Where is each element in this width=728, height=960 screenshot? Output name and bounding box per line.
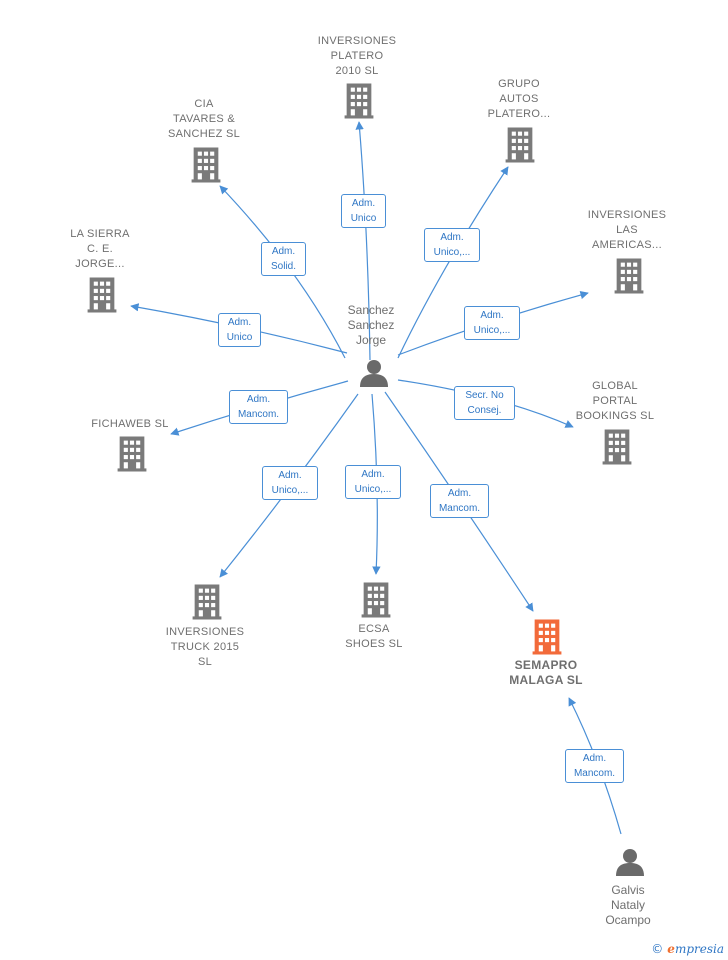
empresia-brand[interactable]: ©empresia [651,942,724,956]
building-icon[interactable] [87,277,117,313]
building-icon[interactable] [505,127,535,163]
relation-label[interactable]: Adm. Mancom. [229,390,288,424]
building-icon[interactable] [614,258,644,294]
building-icon[interactable] [344,83,374,119]
relation-label[interactable]: Secr. No Consej. [454,386,515,420]
building-icon[interactable] [192,584,222,620]
company-label-cia[interactable]: CIA TAVARES & SANCHEZ SL [167,97,241,140]
company-label-semapro[interactable]: SEMAPRO MALAGA SL [509,658,583,687]
building-icon[interactable] [532,619,562,655]
person-icon[interactable] [360,360,388,387]
company-label-truck[interactable]: INVERSIONES TRUCK 2015 SL [165,625,245,668]
company-label-fichaweb[interactable]: FICHAWEB SL [91,417,169,430]
relation-label[interactable]: Adm. Unico,... [424,228,480,262]
company-label-global[interactable]: GLOBAL PORTAL BOOKINGS SL [575,379,655,422]
relation-edge [355,121,371,361]
building-icon[interactable] [602,429,632,465]
relation-label[interactable]: Adm. Solid. [261,242,306,276]
relation-label[interactable]: Adm. Unico,... [464,306,520,340]
relation-label[interactable]: Adm. Unico [341,194,386,228]
building-icon[interactable] [361,582,391,618]
person-label-center[interactable]: Sanchez Sanchez Jorge [347,303,395,347]
relation-label[interactable]: Adm. Unico [218,313,261,347]
person-icon[interactable] [616,849,644,876]
company-label-sierra[interactable]: LA SIERRA C. E. JORGE... [70,227,130,270]
company-label-americas[interactable]: INVERSIONES LAS AMERICAS... [587,208,667,251]
company-label-platero2010[interactable]: INVERSIONES PLATERO 2010 SL [317,34,397,77]
relation-label[interactable]: Adm. Mancom. [565,749,624,783]
company-label-grupo[interactable]: GRUPO AUTOS PLATERO... [487,77,551,120]
copyright-icon: © [651,942,664,956]
relation-edge [397,166,509,359]
company-label-ecsa[interactable]: ECSA SHOES SL [345,623,403,650]
relation-label[interactable]: Adm. Mancom. [430,484,489,518]
relation-label[interactable]: Adm. Unico,... [262,466,318,500]
relation-label[interactable]: Adm. Unico,... [345,465,401,499]
brand-name: mpresia [674,942,724,956]
building-icon[interactable] [191,147,221,183]
building-icon[interactable] [117,436,147,472]
person-label-galvis[interactable]: Galvis Nataly Ocampo [605,883,651,927]
brand-initial: e [667,942,675,956]
